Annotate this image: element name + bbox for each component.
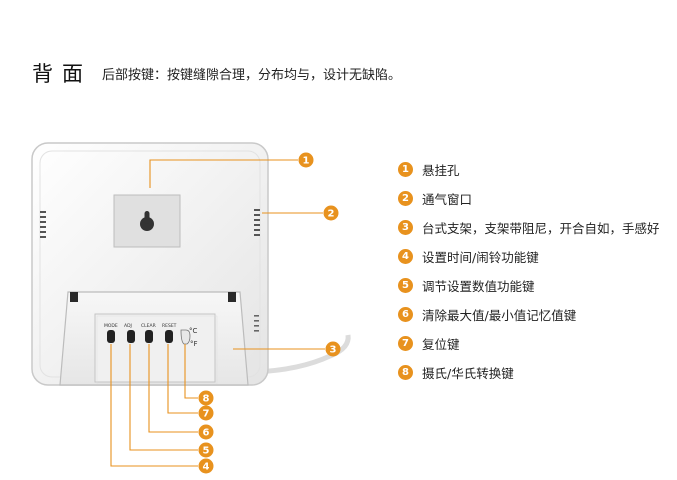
callout-3: 3 [325,341,341,357]
number-badge: 8 [398,365,413,380]
feature-item-hanging-hole: 1 悬挂孔 [398,155,660,184]
feature-item-mode-key: 4 设置时间/闹铃功能键 [398,242,660,271]
reset-key[interactable] [165,330,173,343]
page-title: 背面 [32,62,92,86]
c-f-switch[interactable] [180,329,191,345]
feature-label: 设置时间/闹铃功能键 [422,250,539,265]
feature-label: 清除最大值/最小值记忆值键 [422,308,577,323]
svg-text:4: 4 [203,462,210,473]
feature-item-reset-key: 7 复位键 [398,329,660,358]
svg-text:2: 2 [328,209,335,220]
mode-key-label: MODE [104,323,118,329]
feature-label: 摄氏/华氏转换键 [422,366,514,381]
feature-item-stand: 3 台式支架，支架带阻尼，开合自如，手感好 [398,213,660,242]
number-badge: 3 [398,220,413,235]
feature-label: 通气窗口 [422,192,473,207]
leader-line-8 [184,344,198,399]
leader-line-4 [110,344,198,467]
feature-label: 台式支架，支架带阻尼，开合自如，手感好 [422,221,660,236]
feature-label: 调节设置数值功能键 [422,279,535,294]
svg-text:6: 6 [203,428,210,439]
callout-6: 6 [198,424,214,440]
vent-left [40,211,46,238]
leader-line-5 [129,344,198,451]
celsius-label: °C [189,327,198,335]
feature-item-vent: 2 通气窗口 [398,184,660,213]
feature-label: 悬挂孔 [422,163,460,178]
callout-8: 8 [198,390,214,406]
leader-line-6 [148,344,198,433]
leader-line-1 [149,159,298,188]
callout-4: 4 [198,458,214,474]
svg-text:7: 7 [203,409,210,420]
feature-item-cf-switch: 8 摄氏/华氏转换键 [398,358,660,387]
svg-text:1: 1 [303,156,310,167]
number-badge: 6 [398,307,413,322]
vent-right [254,209,260,236]
number-badge: 4 [398,249,413,264]
fahrenheit-label: °F [190,340,198,348]
number-badge: 5 [398,278,413,293]
feature-label: 复位键 [422,337,460,352]
key-panel [94,313,216,383]
stand-hinge-right [228,292,236,302]
callout-7: 7 [198,405,214,421]
feature-item-clear-key: 6 清除最大值/最小值记忆值键 [398,300,660,329]
number-badge: 2 [398,191,413,206]
svg-text:3: 3 [330,345,337,356]
clear-key[interactable] [145,330,153,343]
svg-text:8: 8 [203,394,210,405]
clear-key-label: CLEAR [141,323,156,329]
key-panel-inner [96,315,218,385]
feature-item-adj-key: 5 调节设置数值功能键 [398,271,660,300]
reset-key-label: RESET [162,323,177,329]
callout-1: 1 [298,152,314,168]
adj-key-label: ADJ [124,323,132,329]
callout-5: 5 [198,442,214,458]
vent-right-lower [254,315,259,332]
callout-2: 2 [323,205,339,221]
adj-key[interactable] [127,330,135,343]
stand-hinge-left [70,292,78,302]
svg-text:5: 5 [203,446,210,457]
number-badge: 1 [398,162,413,177]
hanging-hole [140,211,154,231]
page-description: 后部按键：按键缝隙合理，分布均与，设计无缺陷。 [102,68,402,83]
power-cable [254,334,351,375]
mode-key[interactable] [107,330,115,343]
leader-line-7 [167,344,198,414]
number-badge: 7 [398,336,413,351]
feature-list: 1 悬挂孔 2 通气窗口 3 台式支架，支架带阻尼，开合自如，手感好 4 设置时… [398,155,660,387]
